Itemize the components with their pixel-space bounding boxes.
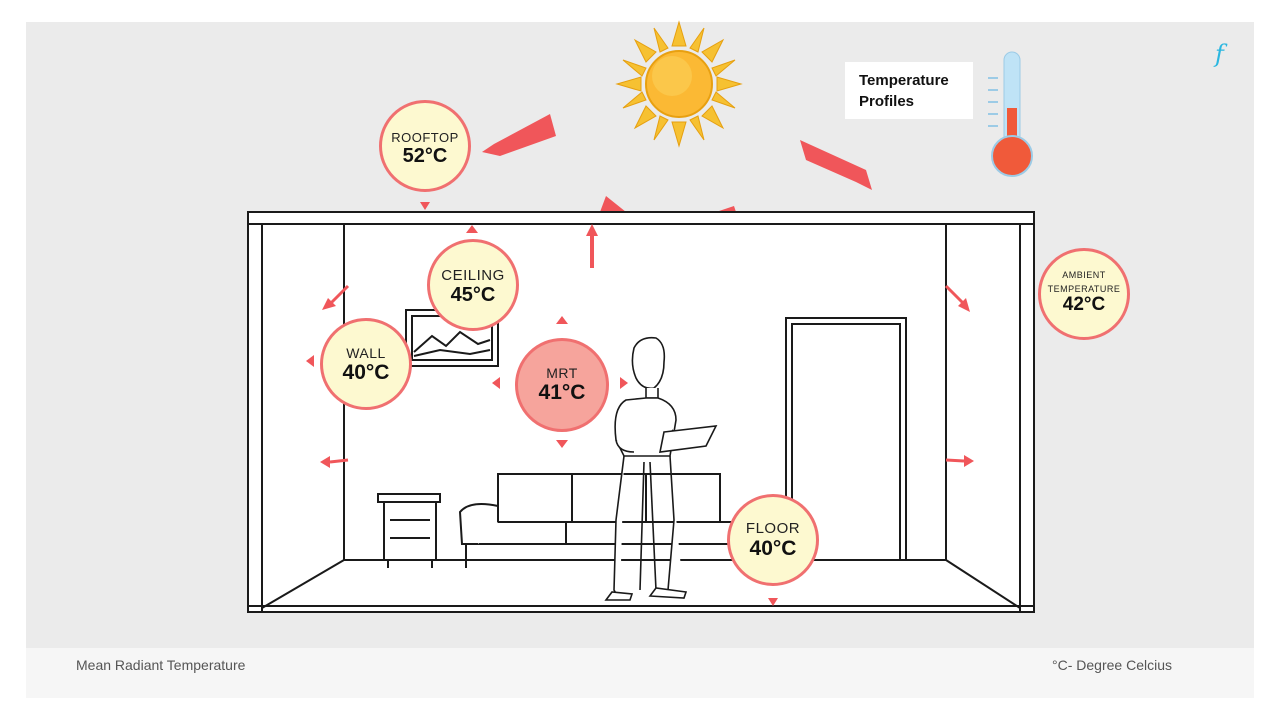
ambient-label-line2: TEMPERATURE [1047, 284, 1121, 294]
wall-value: 40°C [342, 361, 390, 384]
ambient-label-line1: AMBIENT [1062, 270, 1106, 280]
door-icon [785, 317, 907, 561]
rooftop-bubble: ROOFTOP 52°C [379, 100, 471, 192]
solar-radiation-arrows [482, 114, 872, 212]
wall-label: WALL [346, 345, 386, 361]
temperature-profiles-title: Temperature Profiles [859, 72, 949, 110]
mrt-bubble: MRT 41°C [515, 338, 609, 432]
floor-value: 40°C [749, 537, 797, 560]
ceiling-bubble: CEILING 45°C [427, 239, 519, 331]
caption-unit-note: °C- Degree Celcius [1052, 657, 1172, 673]
caption-bar: Mean Radiant Temperature °C- Degree Celc… [26, 648, 1254, 698]
wall-bubble: WALL 40°C [320, 318, 412, 410]
thermometer-icon [988, 51, 1033, 177]
temperature-profiles-card: Temperature Profiles [845, 62, 973, 119]
caption-title: Mean Radiant Temperature [76, 657, 246, 673]
floor-label: FLOOR [745, 520, 801, 537]
sun-icon [615, 20, 743, 148]
ambient-temperature-bubble: AMBIENT TEMPERATURE 42°C [1038, 248, 1130, 340]
floor-bubble: FLOOR 40°C [727, 494, 819, 586]
person-icon [604, 336, 718, 601]
heat-flow-arrows [306, 202, 974, 606]
rooftop-label: ROOFTOP [391, 130, 459, 145]
mrt-label: MRT [546, 365, 578, 381]
ceiling-value: 45°C [450, 284, 496, 306]
brand-glyph: f [1215, 40, 1224, 68]
rooftop-value: 52°C [402, 145, 448, 167]
ceiling-label: CEILING [441, 267, 505, 284]
ambient-value: 42°C [1062, 294, 1106, 315]
side-table-icon [377, 493, 441, 568]
mrt-value: 41°C [538, 381, 586, 404]
